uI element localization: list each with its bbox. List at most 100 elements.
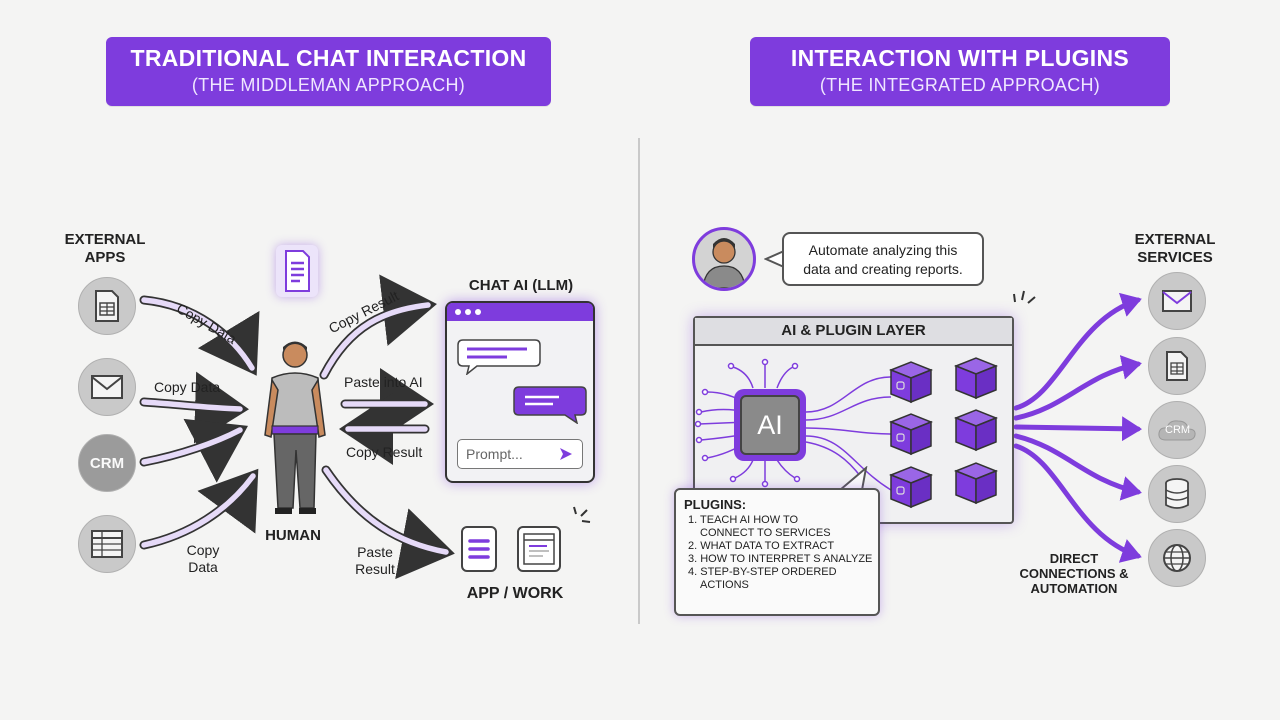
- window-dot-2: [465, 309, 471, 315]
- speech-tail: [764, 250, 785, 268]
- app-mail-circle[interactable]: [78, 358, 136, 416]
- chat-ai-title: CHAT AI (LLM): [468, 277, 574, 294]
- prompt-input[interactable]: Prompt...: [457, 439, 583, 469]
- database-icon: [1165, 478, 1189, 509]
- chat-window[interactable]: Prompt...: [445, 301, 595, 483]
- service-sheet-circle[interactable]: [1148, 337, 1206, 395]
- service-mail-circle[interactable]: [1148, 272, 1206, 330]
- cube-1: [888, 361, 934, 404]
- right-banner: INTERACTION WITH PLUGINS (THE INTEGRATED…: [750, 37, 1170, 106]
- right-banner-subtitle: (THE INTEGRATED APPROACH): [819, 75, 1101, 95]
- direct-line1: DIRECT: [1049, 551, 1099, 566]
- plugins-item-4b: Actions: [700, 579, 749, 591]
- cube-6: [953, 462, 999, 505]
- sparkle-icon-right: [1013, 290, 1036, 304]
- chat-bubble-left: [457, 339, 541, 375]
- crm-label: CRM: [89, 454, 125, 472]
- center-divider: [638, 138, 640, 624]
- label-copy-line2: Data: [188, 559, 218, 575]
- external-apps-line2: APPS: [84, 249, 126, 266]
- service-crm-circle[interactable]: CRM: [1148, 401, 1206, 459]
- app-list-icon[interactable]: [461, 526, 497, 572]
- direct-line3: AUTOMATION: [1030, 581, 1118, 596]
- plugins-note: PLUGINS: 1. Teach AI how to Connect to s…: [674, 488, 880, 616]
- user-speech-bubble: Automate analyzing this data and creatin…: [782, 232, 984, 286]
- app-window-icon[interactable]: [517, 526, 561, 572]
- arrow-to-sheet: [1013, 355, 1142, 421]
- cube-2: [953, 357, 999, 400]
- arrow-human-to-app: [321, 465, 455, 580]
- chat-window-titlebar: [447, 303, 593, 321]
- window-icon: [523, 533, 555, 565]
- left-banner-subtitle: (THE MIDDLEMAN APPROACH): [191, 75, 466, 95]
- list-icon: [468, 539, 490, 559]
- left-banner: TRADITIONAL CHAT INTERACTION (THE MIDDLE…: [106, 37, 551, 106]
- external-services-line1: EXTERNAL: [1134, 231, 1216, 248]
- user-avatar: [692, 227, 756, 291]
- direct-line2: CONNECTIONS &: [1019, 566, 1129, 581]
- window-dot-1: [455, 309, 461, 315]
- envelope-icon: [91, 375, 123, 399]
- document-icon: [285, 250, 310, 292]
- arrow-to-crm: [1013, 416, 1142, 442]
- app-doc-circle[interactable]: [78, 277, 136, 335]
- plugin-cubes: [888, 357, 999, 509]
- spreadsheet-doc-icon: [1166, 351, 1188, 381]
- prompt-placeholder: Prompt...: [466, 446, 523, 462]
- layer-title: AI & PLUGIN LAYER: [695, 318, 1012, 346]
- spreadsheet-doc-icon: [95, 290, 119, 322]
- plugins-item-4: 4. Step-by-step ordered: [688, 566, 837, 578]
- plugins-callout-tail: [839, 466, 868, 491]
- label-paste-line1: Paste: [357, 544, 393, 560]
- cube-4: [953, 409, 999, 452]
- ai-chip-core: AI: [740, 395, 800, 455]
- arrow-to-db: [1013, 433, 1142, 501]
- arrow-table-to-human: [139, 468, 259, 550]
- direct-connections-label: DIRECT CONNECTIONS & AUTOMATION: [1018, 551, 1130, 596]
- service-db-circle[interactable]: [1148, 465, 1206, 523]
- cube-3: [888, 413, 934, 456]
- label-paste-result: Paste Result: [346, 544, 404, 578]
- cloud-icon: [1158, 420, 1196, 441]
- plugins-item-3: 3. How to interpret s analyze: [688, 553, 873, 565]
- plugins-item-1: 1. Teach AI how to: [688, 514, 799, 526]
- app-crm-circle[interactable]: CRM: [78, 434, 136, 492]
- person-icon: [702, 238, 746, 288]
- app-work-label: APP / WORK: [466, 585, 564, 602]
- label-copy-data-2: Copy Data: [154, 379, 221, 395]
- app-table-circle[interactable]: [78, 515, 136, 573]
- speech-line2: data and creating reports.: [803, 261, 963, 277]
- chat-bubble-right: [513, 386, 587, 424]
- external-apps-label: EXTERNAL APPS: [55, 231, 155, 267]
- sparkle-icon: [573, 506, 591, 523]
- label-copy-data-3: Copy Data: [178, 542, 228, 576]
- ai-chip: AI: [734, 389, 806, 461]
- window-dot-3: [475, 309, 481, 315]
- service-crm-label: CRM: [1165, 424, 1191, 436]
- human-figure-icon: [264, 341, 326, 514]
- floating-document: [276, 245, 318, 297]
- label-paste-into-ai: Paste into AI: [344, 374, 423, 390]
- speech-line1: Automate analyzing this: [808, 242, 958, 258]
- send-icon[interactable]: [558, 446, 574, 462]
- globe-icon: [1163, 544, 1191, 572]
- external-apps-line1: EXTERNAL: [64, 231, 146, 248]
- left-banner-title: TRADITIONAL CHAT INTERACTION: [130, 45, 527, 71]
- plugins-item-1b: Connect to services: [700, 527, 831, 539]
- envelope-icon: [1162, 290, 1192, 312]
- arrow-to-globe: [1013, 443, 1142, 563]
- table-icon: [91, 530, 123, 558]
- external-services-line2: SERVICES: [1137, 249, 1213, 266]
- cube-5: [888, 466, 934, 509]
- right-banner-title: INTERACTION WITH PLUGINS: [790, 45, 1130, 71]
- ai-chip-label: AI: [757, 409, 783, 440]
- circuit-traces: [694, 357, 999, 509]
- label-paste-line2: Result: [355, 561, 395, 577]
- service-globe-circle[interactable]: [1148, 529, 1206, 587]
- label-copy-line1: Copy: [186, 542, 220, 558]
- external-services-label: EXTERNAL SERVICES: [1120, 231, 1230, 267]
- plugins-title: PLUGINS:: [684, 497, 747, 512]
- human-label: HUMAN: [265, 527, 321, 544]
- label-copy-result-2: Copy Result: [346, 444, 423, 460]
